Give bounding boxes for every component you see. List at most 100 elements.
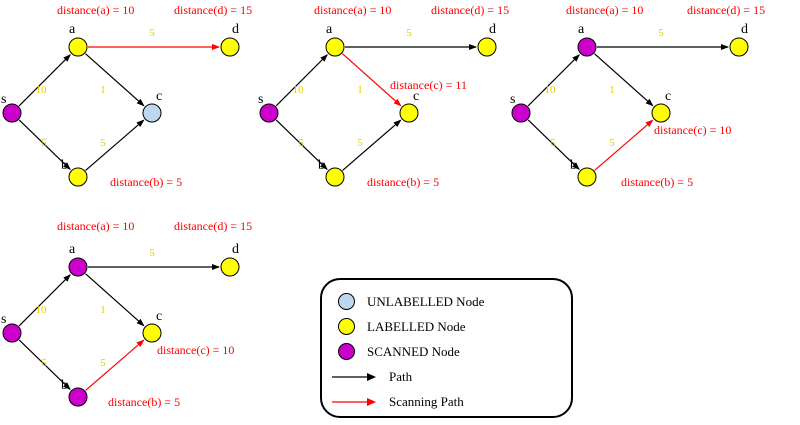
legend-label-path: Path <box>389 368 413 384</box>
distance-annotation: distance(a) = 10 <box>57 3 134 17</box>
legend-item-labelled: LABELLED Node <box>338 314 571 339</box>
node-a-labelled <box>325 37 345 57</box>
distance-annotation: distance(a) = 10 <box>57 219 134 233</box>
path-edge-s-a <box>527 54 580 107</box>
node-d-labelled <box>729 37 749 57</box>
node-b-labelled <box>68 167 88 187</box>
edge-weight-s-a: 10 <box>545 84 557 96</box>
edge-weight-s-a: 10 <box>36 84 48 96</box>
scanned-node-icon <box>338 343 355 360</box>
scanning-edge-a-c <box>342 53 402 107</box>
node-label-d: d <box>741 22 748 37</box>
node-a-scanned <box>577 37 597 57</box>
node-b-labelled <box>325 167 345 187</box>
node-d-labelled <box>220 37 240 57</box>
path-edge-s-a <box>18 274 71 327</box>
path-edge-a-c <box>85 273 145 327</box>
path-edge-b-c <box>342 119 402 171</box>
edge-weight-s-b: 5 <box>550 137 556 149</box>
node-d-labelled <box>220 257 240 277</box>
path-edge-a-c <box>85 53 145 107</box>
path-edge-s-b <box>18 339 71 391</box>
node-s-scanned <box>259 103 279 123</box>
edge-weight-s-b: 5 <box>298 137 304 149</box>
node-label-a: a <box>69 22 76 37</box>
edge-weight-a-c: 1 <box>100 304 106 316</box>
edge-weight-s-a: 10 <box>293 84 305 96</box>
path-edge-s-b <box>275 119 328 171</box>
path-arrow-icon <box>332 372 376 381</box>
node-c-labelled <box>651 103 671 123</box>
distance-annotation: distance(b) = 5 <box>367 175 439 189</box>
node-label-d: d <box>232 242 239 257</box>
node-label-c: c <box>156 309 162 324</box>
edge-weight-a-c: 1 <box>357 84 363 96</box>
legend-item-scanned: SCANNED Node <box>338 339 571 364</box>
node-a-scanned <box>68 257 88 277</box>
edge-weight-s-b: 5 <box>41 357 47 369</box>
node-s-scanned <box>511 103 531 123</box>
edge-weight-a-c: 1 <box>100 84 106 96</box>
node-d-labelled <box>477 37 497 57</box>
node-c-labelled <box>142 323 162 343</box>
edge-weight-s-a: 10 <box>36 304 48 316</box>
node-s-scanned <box>2 323 22 343</box>
edge-weight-b-c: 5 <box>609 137 615 149</box>
node-c-unlabelled <box>142 103 162 123</box>
scanning-edge-b-c <box>85 339 145 391</box>
legend-item-scanning-path: Scanning Path <box>332 389 571 414</box>
distance-annotation: distance(c) = 10 <box>157 343 234 357</box>
edge-weight-b-c: 5 <box>100 137 106 149</box>
scanning-path-arrow-icon <box>332 397 376 406</box>
legend-label-scanning-path: Scanning Path <box>389 393 464 409</box>
path-edge-a-c <box>594 53 654 107</box>
legend-item-path: Path <box>332 364 571 389</box>
path-edge-s-a <box>275 54 328 107</box>
edge-weight-s-b: 5 <box>41 137 47 149</box>
node-label-s: s <box>258 92 263 107</box>
legend-label-labelled: LABELLED Node <box>367 318 466 334</box>
scanning-edge-b-c <box>594 119 654 171</box>
graph-panel-step-3: 10 5 5 1 5 s a b c d distance(a) = 10 distance(d) =… <box>510 3 765 189</box>
edge-weight-b-c: 5 <box>100 357 106 369</box>
path-edge-s-b <box>527 119 580 171</box>
distance-annotation: distance(b) = 5 <box>110 175 182 189</box>
distance-annotation: distance(a) = 10 <box>314 3 391 17</box>
distance-annotation: distance(d) = 15 <box>687 3 765 17</box>
node-label-a: a <box>69 242 76 257</box>
node-label-d: d <box>489 22 496 37</box>
node-label-s: s <box>1 312 6 327</box>
distance-annotation: distance(a) = 10 <box>566 3 643 17</box>
distance-annotation: distance(b) = 5 <box>621 175 693 189</box>
distance-annotation: distance(c) = 11 <box>390 78 467 92</box>
node-a-labelled <box>68 37 88 57</box>
edge-weight-b-c: 5 <box>357 137 363 149</box>
node-label-c: c <box>665 89 671 104</box>
node-label-c: c <box>413 89 419 104</box>
node-label-s: s <box>510 92 515 107</box>
path-edge-b-c <box>85 119 145 171</box>
node-label-s: s <box>1 92 6 107</box>
node-label-d: d <box>232 22 239 37</box>
distance-annotation: distance(c) = 10 <box>654 123 731 137</box>
edge-weight-a-d: 5 <box>149 247 155 259</box>
node-label-b: b <box>61 378 68 393</box>
node-label-a: a <box>578 22 585 37</box>
distance-annotation: distance(d) = 15 <box>431 3 509 17</box>
distance-annotation: distance(b) = 5 <box>108 395 180 409</box>
legend-item-unlabelled: UNLABELLED Node <box>338 289 571 314</box>
edge-weight-a-c: 1 <box>609 84 615 96</box>
legend-label-unlabelled: UNLABELLED Node <box>367 293 485 309</box>
edge-weight-a-d: 5 <box>658 27 664 39</box>
node-label-c: c <box>156 89 162 104</box>
node-label-a: a <box>326 22 333 37</box>
distance-annotation: distance(d) = 15 <box>174 3 252 17</box>
node-label-b: b <box>570 158 577 173</box>
legend: UNLABELLED Node LABELLED Node SCANNED No… <box>320 278 573 418</box>
node-b-scanned <box>68 387 88 407</box>
node-label-b: b <box>318 158 325 173</box>
